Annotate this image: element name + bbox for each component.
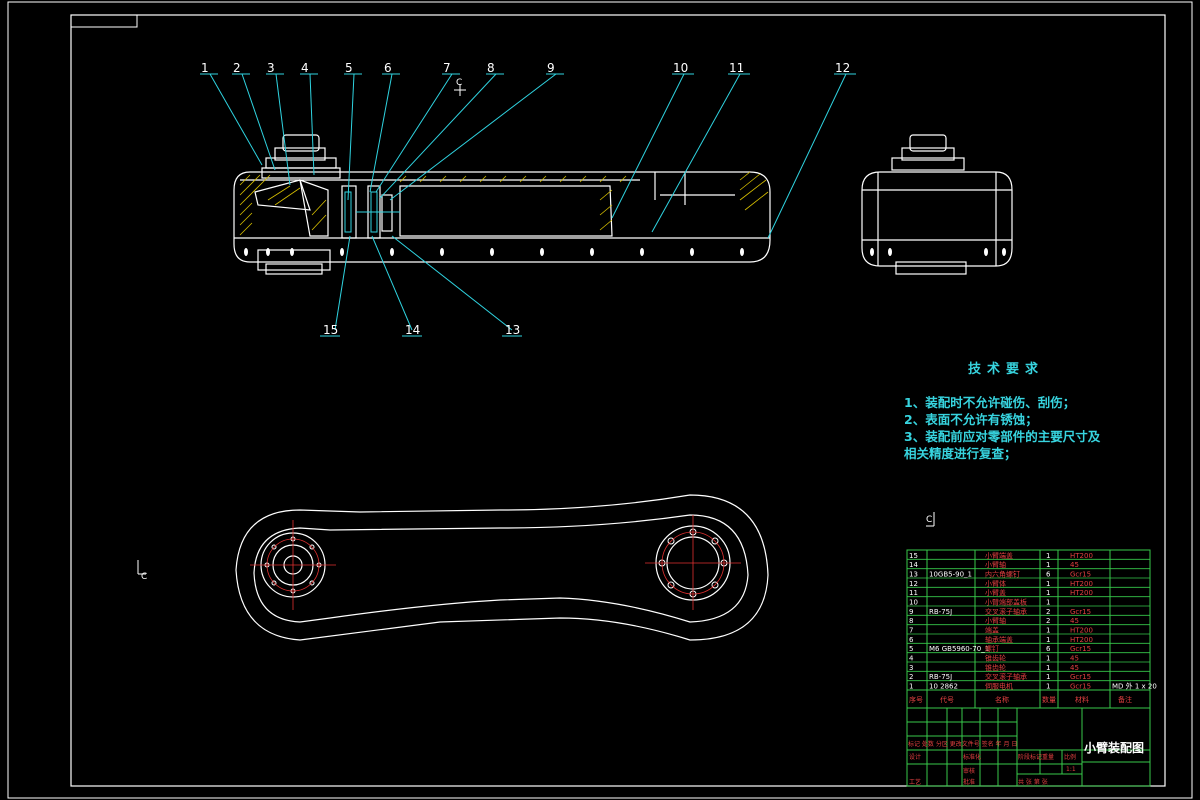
top-view [235, 494, 769, 641]
bolt-holes-side [870, 248, 1006, 256]
leader-lines [200, 73, 856, 337]
outer-frame [7, 1, 1193, 799]
inner-frame [70, 14, 1166, 787]
tech-req-line-2: 2、表面不允许有锈蚀； [904, 412, 1038, 427]
tech-req-line-3: 3、装配前应对零部件的主要尺寸及 [904, 429, 1101, 444]
tech-req-line-1: 1、装配时不允许碰伤、刮伤； [904, 395, 1076, 410]
bom-row-lines [907, 558, 1150, 682]
section-hatching [239, 171, 769, 236]
tech-req-title: 技术要求 [968, 362, 1045, 377]
centerlines [250, 515, 741, 610]
bom-table-lines [906, 549, 1151, 709]
section-arrows [137, 84, 935, 575]
side-view [861, 134, 1013, 275]
corner-label-box [70, 14, 138, 28]
tech-req-line-4: 相关精度进行复查； [904, 446, 1017, 461]
bolt-holes-front [244, 248, 744, 256]
front-section-view [233, 134, 771, 275]
title-block-lines [906, 707, 1151, 787]
